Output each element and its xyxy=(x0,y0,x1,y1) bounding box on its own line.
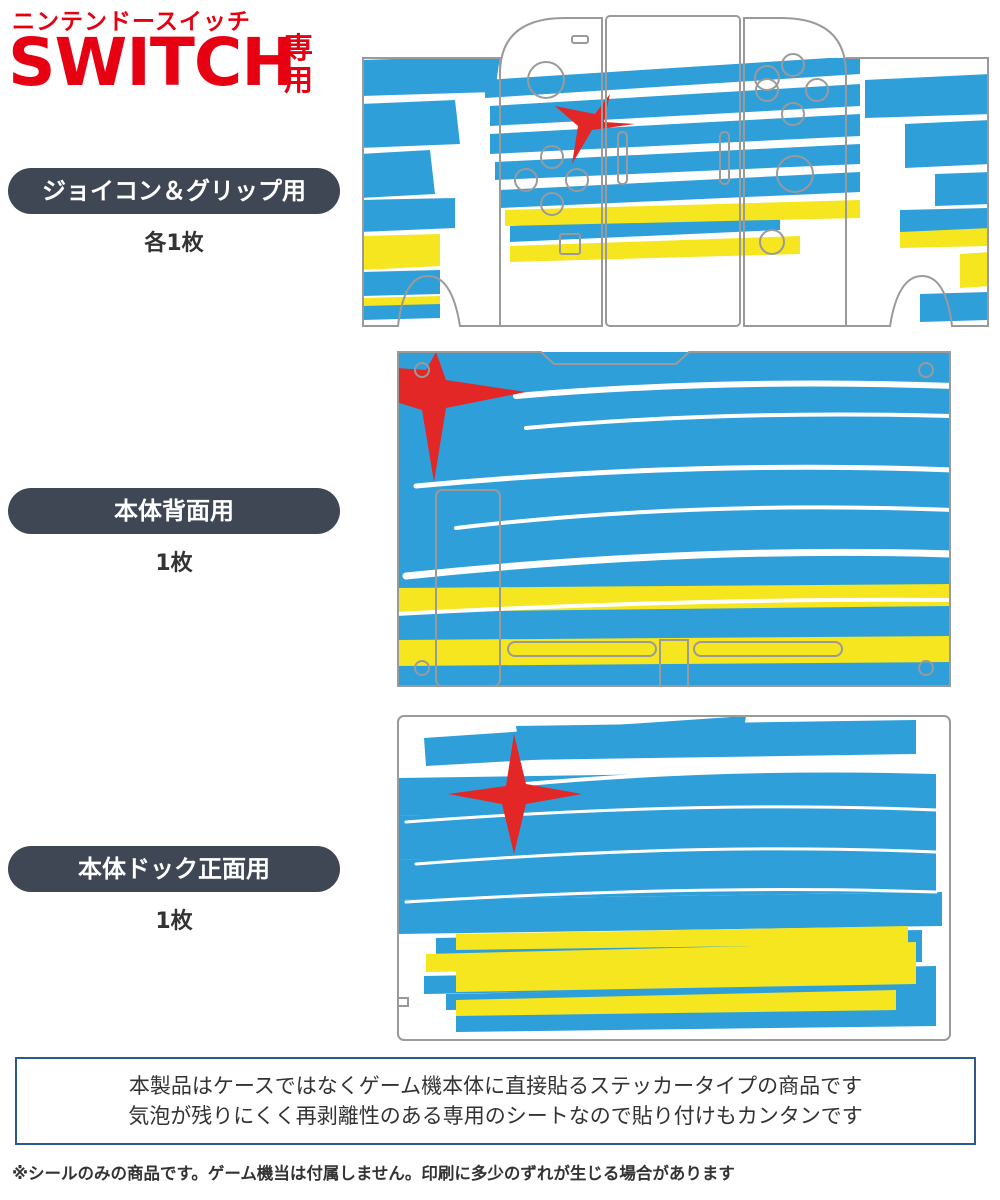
back-panel-count: 1枚 xyxy=(155,551,193,576)
brush-blue-strokes xyxy=(362,58,988,322)
notice-box: 本製品はケースではなくゲーム機本体に直接貼るステッカータイプの商品です 気泡が残… xyxy=(15,1057,976,1145)
star-icon xyxy=(448,734,582,854)
back-panel-label: 本体背面用 xyxy=(8,488,340,534)
brush-yellow-strokes xyxy=(362,200,988,306)
back-yellow-band xyxy=(398,584,950,666)
dock-front-count: 1枚 xyxy=(155,909,193,934)
star-icon xyxy=(398,352,526,482)
dock-front-label: 本体ドック正面用 xyxy=(8,846,340,892)
joycon-grip-skin xyxy=(362,15,989,327)
die-cut-outline xyxy=(362,15,989,327)
joycon-grip-count: 各1枚 xyxy=(144,231,204,256)
notice-line-2: 気泡が残りにくく再剥離性のある専用のシートなので貼り付けもカンタンです xyxy=(128,1104,863,1128)
dock-front-skin xyxy=(397,715,951,1041)
back-white-brush-lines xyxy=(398,380,950,616)
footnote: ※シールのみの商品です。ゲーム機当は付属しません。印刷に多少のずれが生じる場合が… xyxy=(12,1164,735,1183)
brand-kanji: 専用 xyxy=(284,31,314,97)
joycon-grip-label: ジョイコン＆グリップ用 xyxy=(8,168,340,214)
brand-title: SWITCH xyxy=(8,24,297,101)
dock-white-brush-lines xyxy=(404,768,938,904)
brand-subtitle: ニンテンドースイッチ xyxy=(12,9,251,35)
back-panel-skin xyxy=(397,351,951,687)
dock-die-cut-outline xyxy=(397,715,951,1041)
dock-yellow-strokes xyxy=(426,926,916,1016)
star-icon xyxy=(555,94,635,164)
back-die-cut-outline xyxy=(397,351,951,687)
notice-line-1: 本製品はケースではなくゲーム機本体に直接貼るステッカータイプの商品です xyxy=(128,1074,863,1098)
